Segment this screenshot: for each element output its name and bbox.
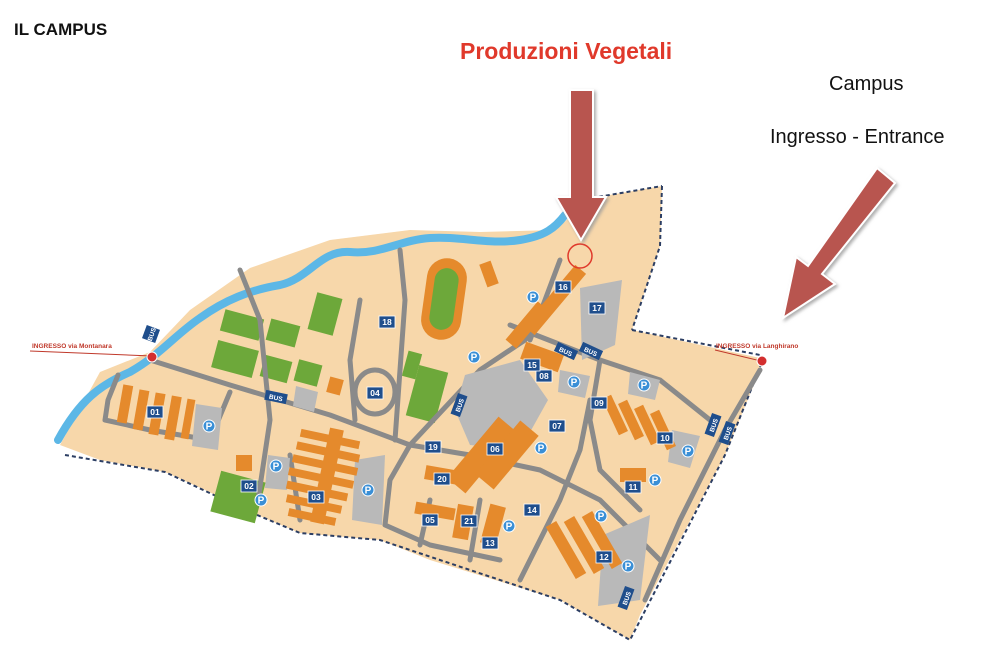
athletics-track [421,258,467,340]
entrance-west: INGRESSO via Montanara BUS [29,325,160,363]
building-16[interactable]: 16 [554,280,572,294]
produzioni-vegetali-arrow [554,89,608,242]
building-17[interactable]: 17 [588,301,606,315]
svg-text:P: P [506,522,513,533]
building-07[interactable]: 07 [548,419,566,433]
building-labels: 01 02 03 04 05 06 07 08 09 10 11 12 13 14 15 16 17 18 19 20… [146,280,674,564]
bus-stop-label: BUS [455,397,466,413]
building-11[interactable]: 11 [624,480,642,494]
svg-text:P: P [641,381,648,392]
parking-icon: P [254,493,268,507]
parking-icon: P [361,483,375,497]
building-21[interactable]: 21 [460,514,478,528]
svg-text:02: 02 [244,481,254,491]
building-18[interactable]: 18 [378,315,396,329]
entrance-arrow [781,166,897,321]
highlight-circle [567,243,593,269]
svg-text:P: P [258,496,265,507]
parking-icon: P [269,459,283,473]
svg-text:04: 04 [370,388,380,398]
building-10[interactable]: 10 [656,431,674,445]
building-02[interactable]: 02 [240,479,258,493]
parking-icon: P [567,375,581,389]
building-03[interactable]: 03 [307,490,325,504]
svg-text:14: 14 [527,505,537,515]
svg-text:21: 21 [464,516,474,526]
svg-text:06: 06 [490,444,500,454]
bus-stop-label: BUS [709,417,720,433]
svg-text:P: P [471,353,478,364]
svg-text:08: 08 [539,371,549,381]
svg-text:12: 12 [599,552,609,562]
svg-text:P: P [365,486,372,497]
building-04[interactable]: 04 [366,386,384,400]
svg-text:18: 18 [382,317,392,327]
svg-text:13: 13 [485,538,495,548]
svg-text:P: P [206,422,213,433]
svg-text:17: 17 [592,303,602,313]
svg-text:01: 01 [150,407,160,417]
parking-icon: P [637,378,651,392]
parking-icon: P [502,519,516,533]
sports-fields [210,292,449,524]
parking-icons: P P P P P P P P P P P P P P [202,290,695,573]
highlight-title: Produzioni Vegetali [460,38,673,64]
svg-text:20: 20 [437,474,447,484]
svg-text:P: P [571,378,578,389]
bus-stop-label: BUS [147,326,158,342]
entrance-label: Ingresso - Entrance [770,126,945,148]
bus-stop-label: BUS [268,394,284,404]
parking-icon: P [594,509,608,523]
svg-text:P: P [530,293,537,304]
parking-icon: P [526,290,540,304]
svg-text:P: P [598,512,605,523]
entrance-west-label: INGRESSO via Montanara [32,343,112,350]
building-09[interactable]: 09 [590,396,608,410]
campus-label: Campus [829,73,904,95]
river [54,211,569,444]
svg-text:P: P [538,444,545,455]
building-05[interactable]: 05 [421,513,439,527]
svg-text:11: 11 [629,482,638,492]
parking-icon: P [202,419,216,433]
parking-icon: P [681,444,695,458]
building-15[interactable]: 15 [523,358,541,372]
svg-text:16: 16 [558,282,568,292]
building-19[interactable]: 19 [424,440,442,454]
building-12[interactable]: 12 [595,550,613,564]
building-06[interactable]: 06 [486,442,504,456]
entrance-east-label: INGRESSO via Langhirano [716,343,798,350]
building-13[interactable]: 13 [481,536,499,550]
bus-stop-label: BUS [723,425,734,441]
bus-stop-label: BUS [622,590,633,606]
parking-icon: P [648,473,662,487]
svg-text:03: 03 [311,492,321,502]
parking-icon: P [534,441,548,455]
svg-text:09: 09 [594,398,604,408]
parking-icon: P [621,559,635,573]
building-20[interactable]: 20 [433,472,451,486]
svg-text:P: P [273,462,280,473]
svg-text:10: 10 [660,433,670,443]
building-08[interactable]: 08 [535,369,553,383]
svg-text:05: 05 [425,515,435,525]
svg-text:P: P [652,476,659,487]
parking-icon: P [467,350,481,364]
campus-boundary [64,185,763,642]
building-14[interactable]: 14 [523,503,541,517]
svg-text:P: P [685,447,692,458]
entrance-east: INGRESSO via Langhirano [714,343,798,367]
svg-text:07: 07 [552,421,562,431]
svg-text:15: 15 [527,360,537,370]
svg-text:P: P [625,562,632,573]
page-title: IL CAMPUS [14,20,108,39]
svg-text:19: 19 [428,442,438,452]
building-01[interactable]: 01 [146,405,164,419]
